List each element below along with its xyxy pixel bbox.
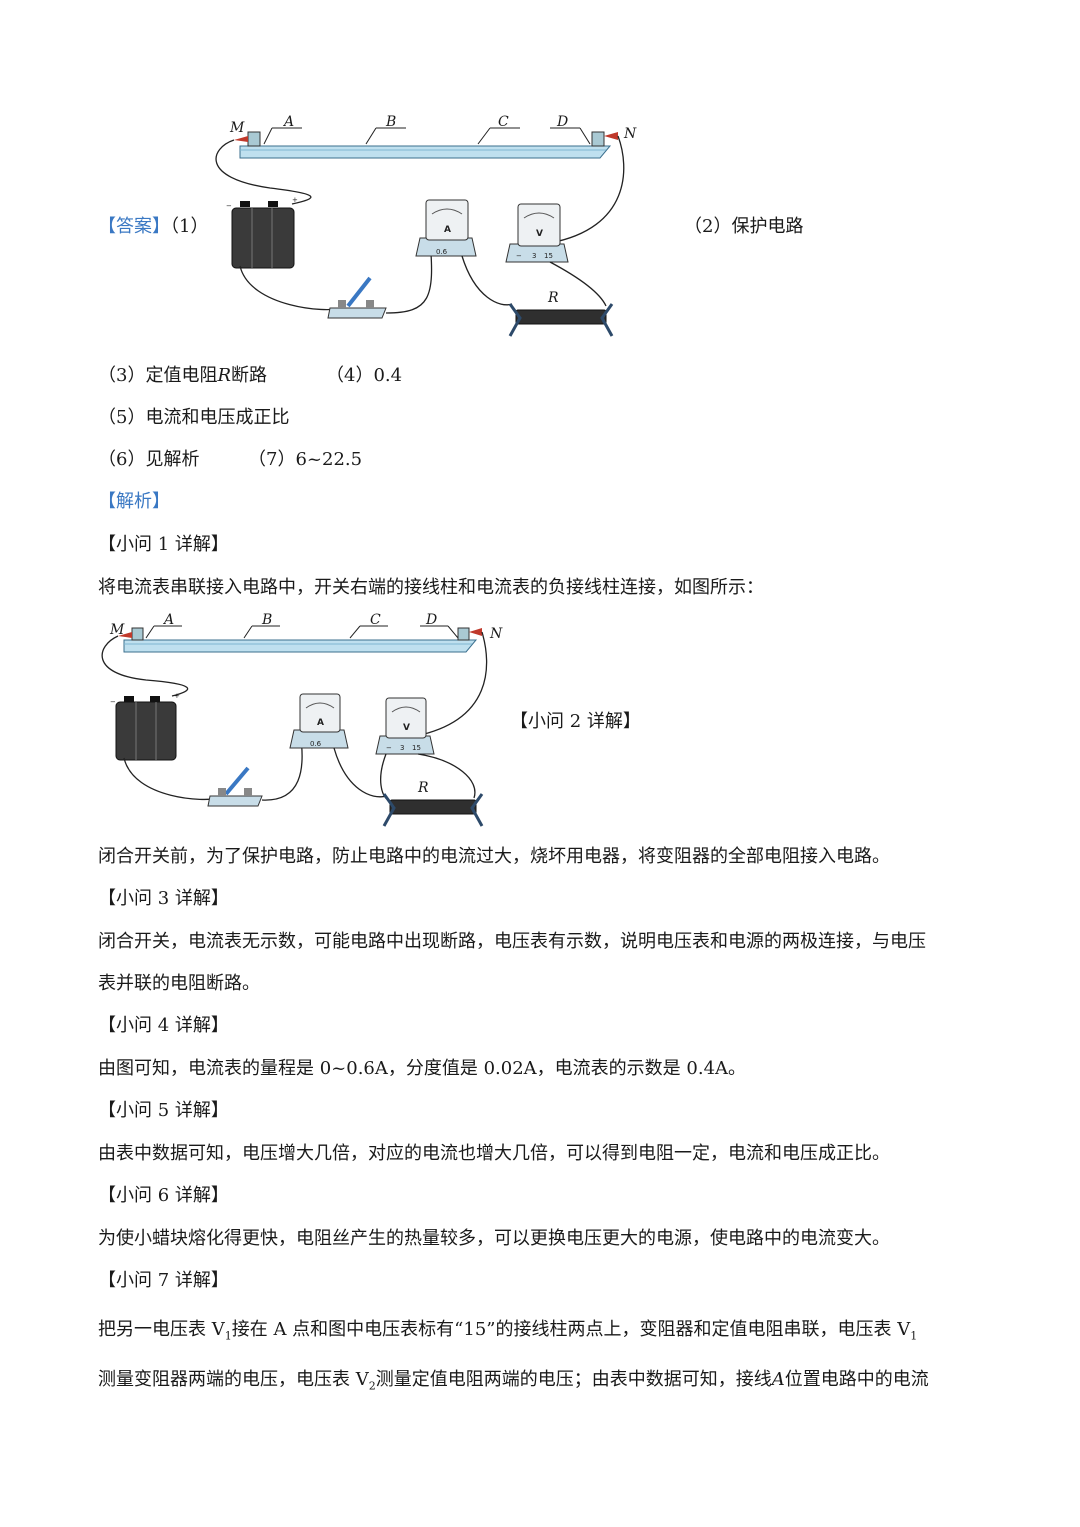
s7-l1-b: 接在 A 点和图中电压表标有“15”的接线柱两点上，变阻器和定值电阻串联，电压表… [231, 1319, 911, 1340]
circuit-diagram-solution: M A B C D N −+ A 0.6 V − 3 15 [101, 612, 503, 827]
s4-text: 由图可知，电流表的量程是 0~0.6A，分度值是 0.02A，电流表的示数是 0… [98, 1058, 747, 1079]
answer-q7: （7）6~22.5 [248, 449, 363, 470]
voltmeter-letter-2: V [403, 723, 410, 733]
ammeter-letter-2: A [317, 718, 324, 728]
circuit-diagram-answer: M A B C D N −+ A 0.6 V − 3 [215, 114, 637, 337]
volt-minus: − [516, 252, 522, 260]
s7-title: 【小问 7 详解】 [98, 1270, 229, 1291]
switch-icon-2 [207, 766, 263, 807]
label-A-2: A [162, 612, 174, 628]
svg-text:−: − [110, 698, 116, 706]
s7-l1-a: 把另一电压表 V [98, 1319, 225, 1340]
answer-q4: （4）0.4 [326, 365, 403, 386]
s3-text-2: 表并联的电阻断路。 [98, 973, 260, 994]
battery-icon-2: −+ [110, 692, 180, 761]
svg-text:−: − [226, 202, 232, 210]
answer-q3-var: R [217, 365, 232, 386]
label-D: D [556, 114, 568, 130]
s3-title: 【小问 3 详解】 [98, 888, 229, 909]
label-R-2: R [417, 780, 429, 796]
s7-l2-var: A [771, 1369, 785, 1390]
battery-icon: −+ [226, 196, 298, 269]
label-C-2: C [370, 612, 381, 628]
svg-text:+: + [292, 196, 298, 204]
ammeter-icon-2: A 0.6 [289, 693, 349, 749]
label-A: A [282, 114, 294, 130]
s7-line-1: 把另一电压表 V1接在 A 点和图中电压表标有“15”的接线柱两点上，变阻器和定… [98, 1318, 917, 1349]
s7-l1-sub1: 1 [224, 1329, 232, 1343]
resistor-icon-2: R [382, 780, 484, 827]
resistor-icon: R [508, 290, 614, 337]
answer-tag: 【答案】 [98, 216, 170, 237]
answer-q5: （5）电流和电压成正比 [98, 407, 290, 428]
s2-text: 闭合开关前，为了保护电路，防止电路中的电流过大，烧坏用电器，将变阻器的全部电阻接… [98, 846, 890, 867]
svg-text:+: + [174, 692, 180, 700]
s4-title: 【小问 4 详解】 [98, 1015, 229, 1036]
answer-q6: （6）见解析 [98, 449, 200, 470]
s5-title: 【小问 5 详解】 [98, 1100, 229, 1121]
s6-title: 【小问 6 详解】 [98, 1185, 229, 1206]
label-C: C [498, 114, 509, 130]
label-B-2: B [261, 612, 272, 628]
voltmeter-icon: V − 3 15 [505, 203, 569, 263]
s6-text: 为使小蜡块熔化得更快，电阻丝产生的热量较多，可以更换电压更大的电源，使电路中的电… [98, 1228, 890, 1249]
s3-text-1: 闭合开关，电流表无示数，可能电路中出现断路，电压表有示数，说明电压表和电源的两极… [98, 931, 926, 952]
answer-q2: （2）保护电路 [684, 216, 804, 237]
resistance-wire-board [239, 145, 612, 159]
label-N: N [623, 126, 637, 142]
s7-l2-sub: 2 [368, 1379, 376, 1393]
s1-title: 【小问 1 详解】 [98, 534, 229, 555]
s7-l2-c: 位置电路中的电流 [784, 1369, 929, 1390]
ammeter-range: 0.6 [436, 248, 448, 256]
s7-l1-sub2: 1 [910, 1329, 918, 1343]
volt-minus-2: − [386, 744, 392, 752]
answer-line-1: 【答案】（1） [98, 215, 208, 239]
label-M: M [229, 120, 245, 136]
answer-q1: （1） [170, 216, 209, 237]
s7-l2-b: 测量定值电阻两端的电压；由表中数据可知，接线 [375, 1369, 772, 1390]
s5-text: 由表中数据可知，电压增大几倍，对应的电流也增大几倍，可以得到电阻一定，电流和电压… [98, 1143, 890, 1164]
label-D-2: D [425, 612, 437, 628]
label-N-2: N [489, 626, 503, 642]
answer-q3-suffix: 断路 [231, 365, 268, 386]
label-R: R [547, 290, 559, 306]
s7-l2-a: 测量变阻器两端的电压，电压表 V [98, 1369, 369, 1390]
ammeter-range-2: 0.6 [310, 740, 322, 748]
ammeter-icon: A 0.6 [415, 199, 477, 257]
label-M-2: M [109, 622, 125, 638]
answer-q3-prefix: （3）定值电阻 [98, 365, 218, 386]
resistance-wire-board-2 [123, 639, 478, 653]
s1-text: 将电流表串联接入电路中，开关右端的接线柱和电流表的负接线柱连接，如图所示： [98, 577, 764, 598]
volt-3: 3 [532, 252, 536, 260]
voltmeter-icon-2: V − 3 15 [375, 697, 435, 755]
volt-15: 15 [544, 252, 553, 260]
voltmeter-letter: V [536, 229, 543, 239]
analysis-tag: 【解析】 [98, 491, 170, 512]
switch-icon [327, 276, 387, 319]
volt-3-2: 3 [400, 744, 404, 752]
ammeter-letter: A [444, 225, 451, 235]
answer-line-3: （3）定值电阻R断路 [98, 364, 267, 388]
s2-title: 【小问 2 详解】 [510, 711, 641, 732]
volt-15-2: 15 [412, 744, 421, 752]
s7-line-2: 测量变阻器两端的电压，电压表 V2测量定值电阻两端的电压；由表中数据可知，接线A… [98, 1368, 929, 1399]
label-B: B [385, 114, 396, 130]
